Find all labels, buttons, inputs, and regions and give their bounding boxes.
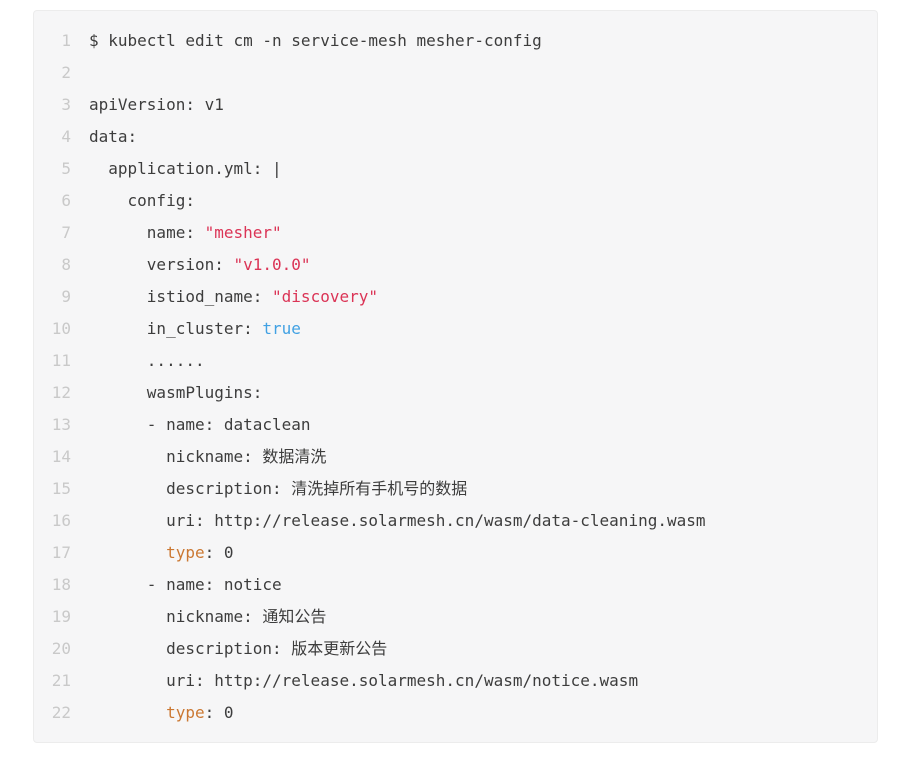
code-text: ...... <box>89 345 205 377</box>
code-text: - name: dataclean <box>89 409 311 441</box>
line-number: 3 <box>61 95 71 114</box>
line-number: 17 <box>51 543 71 562</box>
code-text: apiVersion: v1 <box>89 89 224 121</box>
code-text: name: "mesher" <box>89 217 282 249</box>
code-line: 17 type: 0 <box>34 537 877 569</box>
code-text: type: 0 <box>89 537 234 569</box>
code-token-literal: true <box>262 319 301 338</box>
code-text: config: <box>89 185 195 217</box>
code-token-plain <box>89 543 166 562</box>
code-token-plain: : 0 <box>204 703 234 722</box>
code-line: 2 <box>34 57 877 89</box>
code-text: version: "v1.0.0" <box>89 249 311 281</box>
line-number: 18 <box>51 575 71 594</box>
code-token-plain: apiVersion: v1 <box>89 95 224 114</box>
line-number: 1 <box>61 31 71 50</box>
line-number: 21 <box>51 671 71 690</box>
line-number: 12 <box>51 383 71 402</box>
line-number: 19 <box>51 607 71 626</box>
code-line: 20 description: 版本更新公告 <box>34 633 877 665</box>
code-token-plain: - name: dataclean <box>89 415 311 434</box>
code-token-plain: wasmPlugins: <box>89 383 263 402</box>
code-token-plain <box>89 703 166 722</box>
code-text: in_cluster: true <box>89 313 301 345</box>
code-token-keyword: type <box>166 543 205 562</box>
code-line: 7 name: "mesher" <box>34 217 877 249</box>
code-line: 3 apiVersion: v1 <box>34 89 877 121</box>
code-text: - name: notice <box>89 569 282 601</box>
code-line: 15 description: 清洗掉所有手机号的数据 <box>34 473 877 505</box>
code-token-plain: description: 版本更新公告 <box>89 639 388 658</box>
code-text: nickname: 通知公告 <box>89 601 326 633</box>
code-token-plain: config: <box>89 191 195 210</box>
code-text: istiod_name: "discovery" <box>89 281 378 313</box>
code-token-plain: ...... <box>89 351 205 370</box>
line-number: 15 <box>51 479 71 498</box>
code-text: description: 版本更新公告 <box>89 633 387 665</box>
code-token-plain: : 0 <box>204 543 234 562</box>
code-line: 18 - name: notice <box>34 569 877 601</box>
line-number: 2 <box>61 63 71 82</box>
code-token-plain: nickname: 通知公告 <box>89 607 327 626</box>
line-number: 22 <box>51 703 71 722</box>
code-text: wasmPlugins: <box>89 377 263 409</box>
code-token-plain: version: <box>89 255 234 274</box>
code-text: application.yml: | <box>89 153 282 185</box>
line-number: 10 <box>51 319 71 338</box>
code-token-plain: application.yml: | <box>89 159 282 178</box>
code-line: 19 nickname: 通知公告 <box>34 601 877 633</box>
code-token-string: "mesher" <box>204 223 282 242</box>
code-token-plain: uri: http://release.solarmesh.cn/wasm/da… <box>89 511 706 530</box>
code-line: 12 wasmPlugins: <box>34 377 877 409</box>
code-line: 8 version: "v1.0.0" <box>34 249 877 281</box>
code-text: type: 0 <box>89 697 234 729</box>
line-number: 5 <box>61 159 71 178</box>
code-line: 9 istiod_name: "discovery" <box>34 281 877 313</box>
line-number: 14 <box>51 447 71 466</box>
code-token-plain: in_cluster: <box>89 319 263 338</box>
code-token-plain: $ kubectl edit cm -n service-mesh mesher… <box>89 31 542 50</box>
code-token-keyword: type <box>166 703 205 722</box>
code-token-plain: istiod_name: <box>89 287 273 306</box>
code-token-plain: uri: http://release.solarmesh.cn/wasm/no… <box>89 671 639 690</box>
code-text: nickname: 数据清洗 <box>89 441 326 473</box>
line-number: 4 <box>61 127 71 146</box>
code-text: data: <box>89 121 137 153</box>
code-text: uri: http://release.solarmesh.cn/wasm/no… <box>89 665 638 697</box>
code-token-string: "v1.0.0" <box>233 255 311 274</box>
line-number: 8 <box>61 255 71 274</box>
code-block: 1 $ kubectl edit cm -n service-mesh meshe… <box>33 10 878 743</box>
code-line: 14 nickname: 数据清洗 <box>34 441 877 473</box>
line-number: 11 <box>51 351 71 370</box>
code-token-string: "discovery" <box>272 287 378 306</box>
line-number: 20 <box>51 639 71 658</box>
line-number: 6 <box>61 191 71 210</box>
code-token-plain: - name: notice <box>89 575 282 594</box>
code-line: 22 type: 0 <box>34 697 877 729</box>
code-text: description: 清洗掉所有手机号的数据 <box>89 473 467 505</box>
code-line: 16 uri: http://release.solarmesh.cn/wasm… <box>34 505 877 537</box>
line-number: 7 <box>61 223 71 242</box>
code-line: 5 application.yml: | <box>34 153 877 185</box>
line-number: 16 <box>51 511 71 530</box>
code-text: $ kubectl edit cm -n service-mesh mesher… <box>89 25 542 57</box>
code-line: 13 - name: dataclean <box>34 409 877 441</box>
code-text: uri: http://release.solarmesh.cn/wasm/da… <box>89 505 706 537</box>
code-token-plain: data: <box>89 127 138 146</box>
code-line: 6 config: <box>34 185 877 217</box>
code-line: 4 data: <box>34 121 877 153</box>
code-line: 11 ...... <box>34 345 877 377</box>
line-number: 13 <box>51 415 71 434</box>
code-line: 21 uri: http://release.solarmesh.cn/wasm… <box>34 665 877 697</box>
code-lines-container: 1 $ kubectl edit cm -n service-mesh meshe… <box>34 25 877 729</box>
code-line: 10 in_cluster: true <box>34 313 877 345</box>
code-token-plain: description: 清洗掉所有手机号的数据 <box>89 479 468 498</box>
code-token-plain: nickname: 数据清洗 <box>89 447 327 466</box>
line-number: 9 <box>61 287 71 306</box>
code-token-plain: name: <box>89 223 205 242</box>
code-line: 1 $ kubectl edit cm -n service-mesh meshe… <box>34 25 877 57</box>
